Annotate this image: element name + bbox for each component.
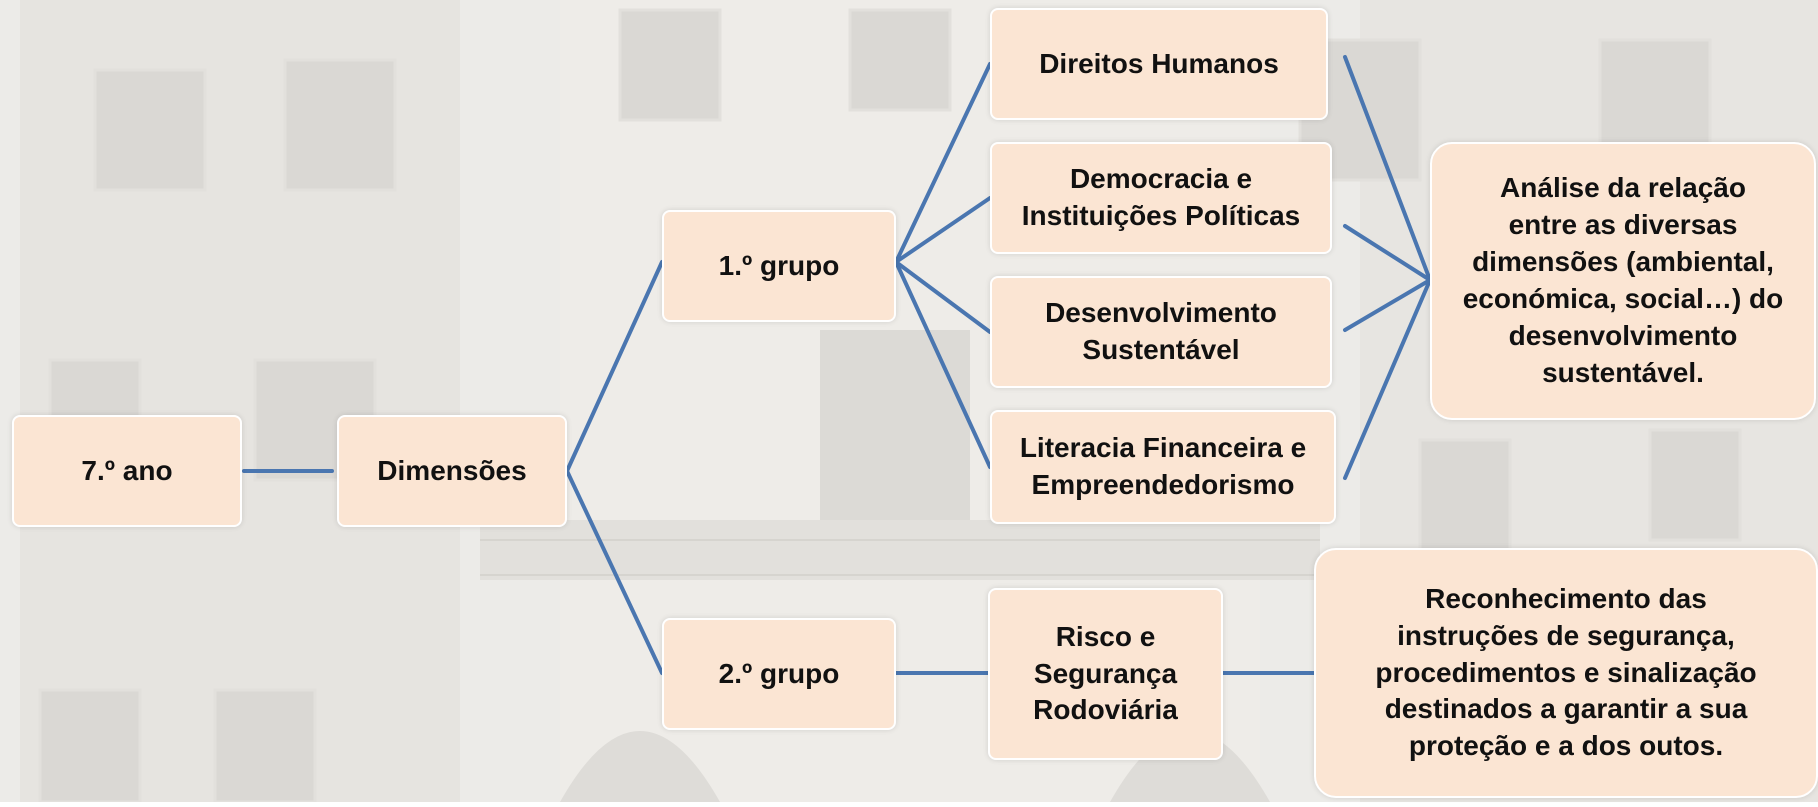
node-reconhecimento: Reconhecimento das instruções de seguran…: [1314, 548, 1818, 798]
connector-democracia-analise: [1343, 224, 1432, 282]
node-7-ano: 7.º ano: [12, 415, 242, 527]
node-1-grupo: 1.º grupo: [662, 210, 896, 322]
connector-direitos-analise: [1343, 55, 1432, 282]
connector-grupo1-literacia: [894, 260, 992, 469]
connector-dimensoes-grupo1: [565, 260, 664, 473]
connector-grupo1-direitos: [894, 62, 992, 264]
node-direitos-humanos: Direitos Humanos: [990, 8, 1328, 120]
connector-grupo1-democracia: [894, 196, 992, 264]
node-analise: Análise da relação entre as diversas dim…: [1430, 142, 1816, 420]
connector-grupo1-desenvolvimento: [894, 260, 992, 334]
node-dimensoes: Dimensões: [337, 415, 567, 527]
node-risco-seguranca: Risco e Segurança Rodoviária: [988, 588, 1223, 760]
connector-literacia-analise: [1343, 278, 1432, 480]
node-democracia: Democracia e Instituições Políticas: [990, 142, 1332, 254]
node-2-grupo: 2.º grupo: [662, 618, 896, 730]
node-desenvolvimento-sustentavel: Desenvolvimento Sustentável: [990, 276, 1332, 388]
node-literacia-financeira: Literacia Financeira e Empreendedorismo: [990, 410, 1336, 524]
connector-dimensoes-grupo2: [565, 469, 664, 675]
connector-desenvolvimento-analise: [1343, 278, 1432, 332]
